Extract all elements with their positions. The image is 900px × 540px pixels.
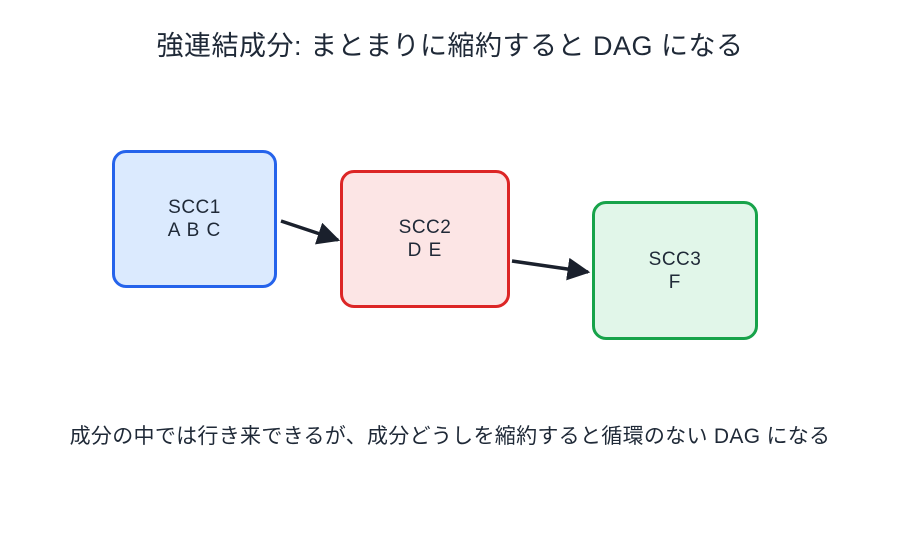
node-scc1: SCC1 A B C: [112, 150, 277, 288]
edge-scc1-to-scc2-arrow: [280, 219, 341, 245]
node-scc1-title: SCC1: [168, 197, 221, 218]
diagram-title: 強連結成分: まとまりに縮約すると DAG になる: [156, 31, 744, 61]
node-scc1-members: A B C: [167, 220, 222, 241]
diagram-caption: 成分の中では行き来できるが、成分どうしを縮約すると循環のない DAG になる: [69, 425, 831, 448]
node-scc3-members: F: [668, 271, 682, 293]
node-scc2-title: SCC2: [398, 217, 452, 238]
node-scc3-title: SCC3: [648, 248, 702, 270]
node-scc2-members: D E: [407, 240, 443, 261]
node-scc2: SCC2 D E: [340, 170, 510, 308]
edge-scc2-to-scc3-arrow: [511, 257, 591, 281]
node-scc3: SCC3 F: [592, 201, 758, 340]
